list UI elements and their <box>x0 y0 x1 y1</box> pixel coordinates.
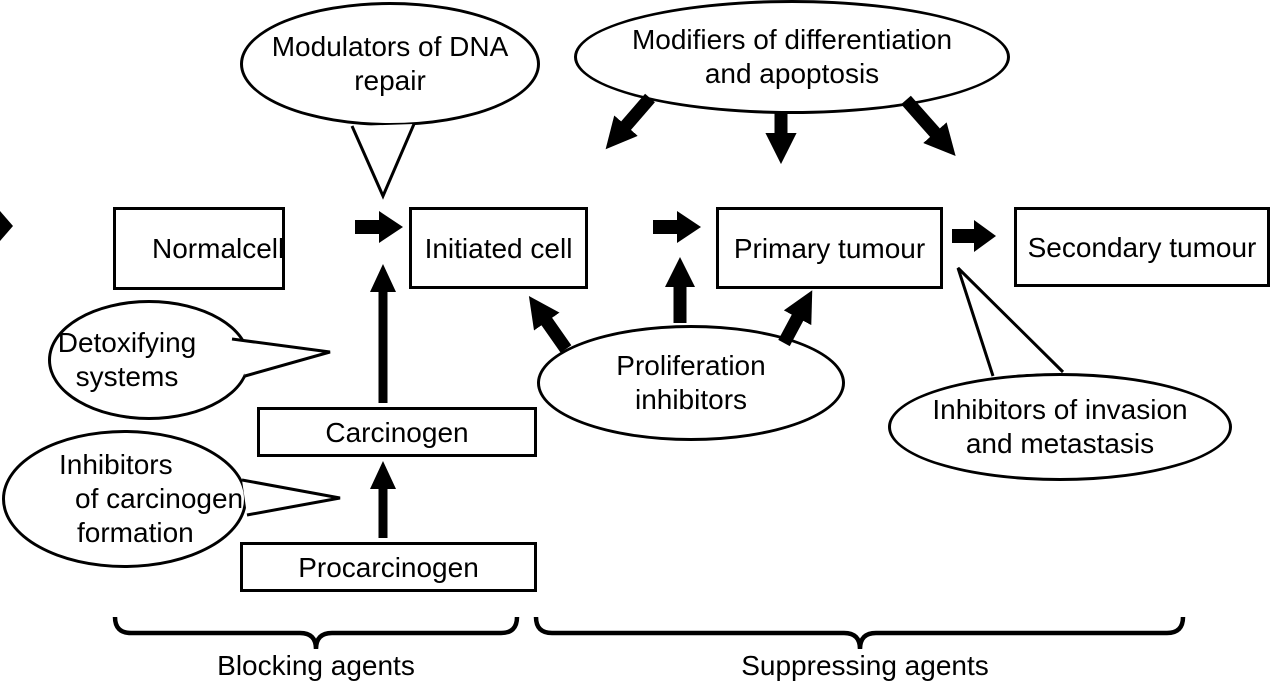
bubble-text: and apoptosis <box>704 58 880 89</box>
bubble-text: Modulators of DNA <box>271 31 509 62</box>
modifiers-of-differentiation-bubble: Modifiers of differentiation and apoptos… <box>574 0 1010 114</box>
suppressing-agents-brace <box>533 616 1186 650</box>
arrow-normal-to-initiated <box>355 211 403 243</box>
procarcinogen-label: Procarcinogen <box>298 551 479 583</box>
modulators-bubble-tail <box>350 123 416 200</box>
bubble-text: Proliferation <box>616 350 766 381</box>
initiated-cell-box: Initiated cell <box>409 207 588 289</box>
secondary-tumour-label: Secondary tumour <box>1027 231 1257 263</box>
bubble-text: formation <box>77 517 194 548</box>
bubble-text: systems <box>75 361 179 392</box>
blocking-agents-label: Blocking agents <box>217 650 415 681</box>
invasion-bubble-tail <box>956 266 1065 377</box>
inhibitors-of-invasion-bubble: Inhibitors of invasion and metastasis <box>888 373 1232 481</box>
arrow-modifiers-left <box>605 93 655 150</box>
bubble-text: and metastasis <box>965 428 1155 459</box>
detoxifying-systems-bubble: Detoxifying systems <box>48 300 250 420</box>
suppressing-agents-label: Suppressing agents <box>741 650 989 681</box>
modulators-of-dna-repair-bubble: Modulators of DNA repair <box>240 2 540 126</box>
secondary-tumour-box: Secondary tumour <box>1014 207 1270 287</box>
blocking-agents-brace <box>112 616 520 650</box>
left-edge-arrowhead <box>0 211 13 241</box>
bubble-text: Inhibitors <box>59 449 173 480</box>
primary-tumour-box: Primary tumour <box>716 207 943 289</box>
arrow-proliferation-to-initiated <box>528 295 572 353</box>
arrow-proliferation-to-transition <box>665 257 695 323</box>
arrow-carcinogen-to-initiation <box>370 264 396 403</box>
primary-tumour-label: Primary tumour <box>733 232 926 264</box>
carcinogen-box: Carcinogen <box>257 407 537 457</box>
normal-cell-box: Normalcell <box>113 207 285 290</box>
arrow-primary-to-secondary <box>952 220 996 252</box>
normal-cell-label: Normalcell <box>152 233 285 264</box>
arrow-modifiers-right <box>901 95 956 157</box>
inhibitors-of-carcinogen-formation-bubble: Inhibitors of carcinogen formation <box>2 430 247 568</box>
carcinogen-label: Carcinogen <box>325 416 469 448</box>
arrow-initiated-to-primary <box>653 211 701 243</box>
arrow-procarcinogen-to-carcinogen <box>370 461 396 538</box>
bubble-text: Detoxifying <box>57 327 197 358</box>
carcinogen-formation-bubble-tail <box>241 478 341 517</box>
bubble-text: repair <box>354 65 426 96</box>
bubble-text: inhibitors <box>634 384 748 415</box>
bubble-text: of carcinogen <box>75 483 244 514</box>
procarcinogen-box: Procarcinogen <box>240 542 537 592</box>
proliferation-inhibitors-bubble: Proliferation inhibitors <box>537 325 845 441</box>
arrow-proliferation-to-primary <box>778 290 813 347</box>
detoxifying-bubble-tail <box>231 337 331 378</box>
bubble-text: Modifiers of differentiation <box>631 24 953 55</box>
bubble-text: Inhibitors of invasion <box>932 394 1188 425</box>
initiated-cell-label: Initiated cell <box>424 232 573 264</box>
